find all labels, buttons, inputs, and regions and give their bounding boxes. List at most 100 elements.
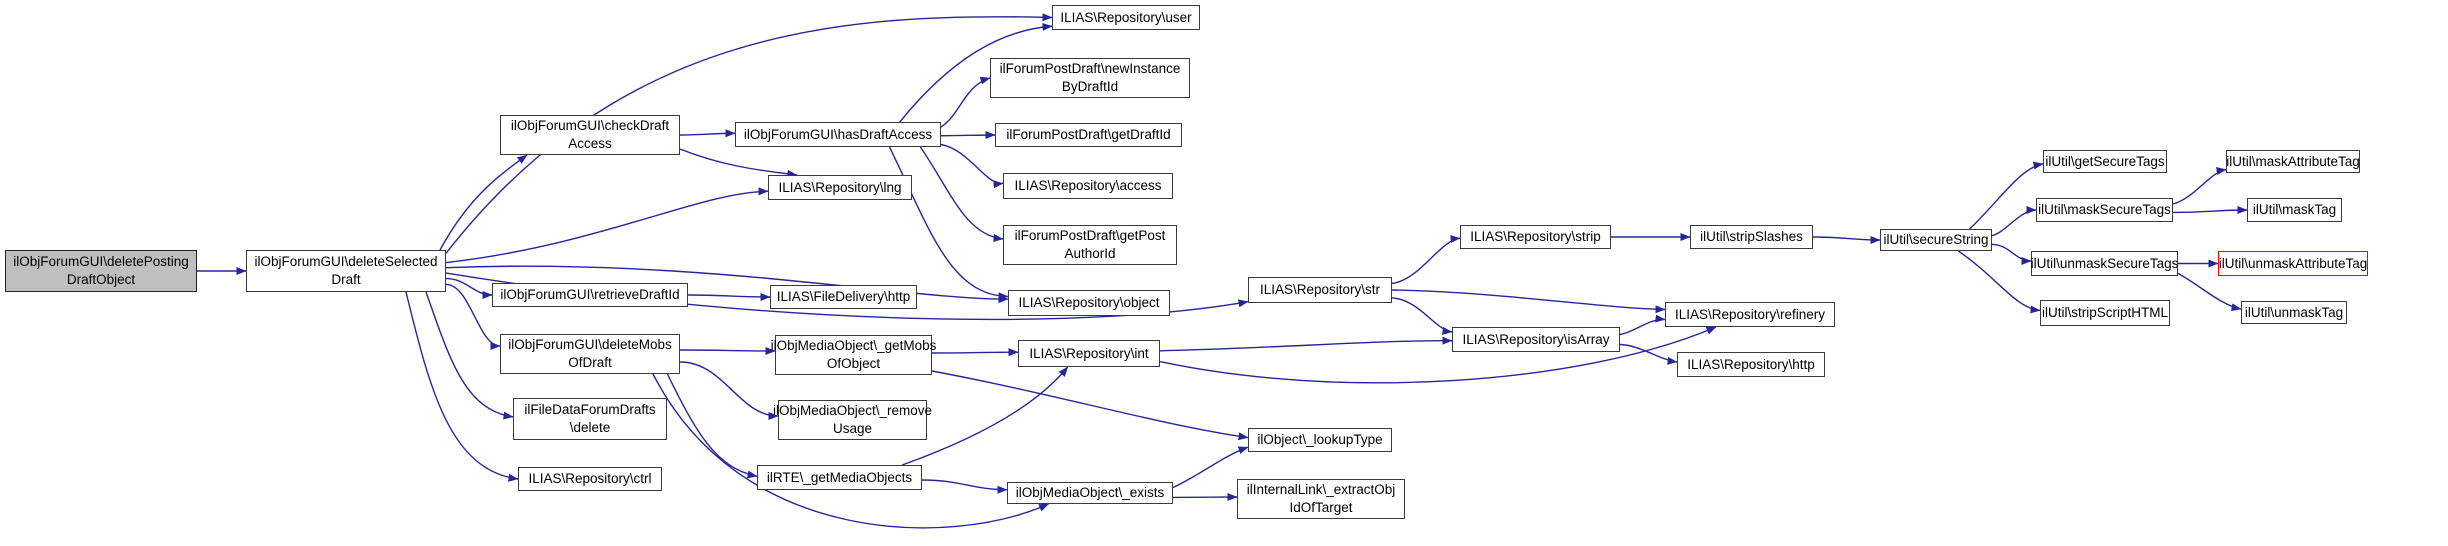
node-getDraftId[interactable]: ilForumPostDraft\getDraftId [995,123,1182,147]
node-unmaskSecureTags[interactable]: ilUtil\unmaskSecureTags [2031,251,2178,276]
node-label: ilObjMediaObject\_getMobs [770,338,937,353]
node-lookup[interactable]: ilObject\_lookupType [1248,428,1392,452]
edge-str-isArray [1391,297,1453,335]
edge-rte-int [901,366,1069,466]
node-label: Usage [832,421,873,436]
node-label: ilUtil\stripSlashes [1700,229,1803,244]
node-lng[interactable]: ILIAS\Repository\lng [768,175,912,200]
edge-dmod-ru [679,361,779,420]
edge-int-isArray [1159,336,1453,352]
edge-dsd-user [445,13,1053,254]
node-label: ilObjForumGUI\deleteMobs [508,337,672,352]
node-label: ilUtil\secureString [1883,232,1989,247]
edge-dmod-gmoo [679,346,776,355]
edge-stripSlashes-secureString [1812,235,1881,244]
edge-str-strip [1391,235,1461,285]
node-stripSlashes[interactable]: ilUtil\stripSlashes [1690,225,1813,249]
node-label: ILIAS\Repository\str [1259,282,1381,297]
node-label: ILIAS\Repository\int [1029,345,1149,361]
edge-dsd-cda [439,154,528,251]
node-label: ILIAS\Repository\refinery [1674,306,1826,322]
edge-unmaskSecureTags-unmaskTag [2177,272,2242,312]
node-secureString[interactable]: ilUtil\secureString [1880,229,1992,251]
node-fdel[interactable]: ilFileDataForumDrafts\delete [513,398,667,440]
edge-hda-object [888,146,1009,301]
node-refinery[interactable]: ILIAS\Repository\refinery [1665,302,1835,327]
node-unmaskAttributeTag[interactable]: ilUtil\unmaskAttributeTag [2218,251,2368,276]
node-rdi[interactable]: ilObjForumGUI\retrieveDraftId [492,283,688,307]
node-label: AuthorId [1064,246,1116,261]
node-access[interactable]: ILIAS\Repository\access [1003,173,1173,199]
edge-cda-hda [679,129,736,138]
edge-isArray-refinery [1619,314,1666,336]
node-label: ilFileDataForumDrafts [524,402,656,417]
node-int[interactable]: ILIAS\Repository\int [1018,340,1160,367]
edge-gmoo-lookup [931,370,1249,441]
node-label: ILIAS\Repository\isArray [1462,331,1610,347]
node-label: OfDraft [568,355,612,370]
node-label: ilObjMediaObject\_exists [1015,485,1165,500]
edge-secureString-stripScriptHTML [1957,250,2041,314]
node-fdhttp[interactable]: ILIAS\FileDelivery\http [770,285,917,309]
node-label: Access [568,136,612,151]
edge-secureString-getSecureTags [1969,161,2044,230]
edge-hda-getPostAuthorId [919,146,1004,242]
node-maskTag[interactable]: ilUtil\maskTag [2247,198,2342,222]
node-maskAttributeTag[interactable]: ilUtil\maskAttributeTag [2226,150,2360,173]
node-label: ilForumPostDraft\getDraftId [1006,127,1171,142]
node-hda[interactable]: ilObjForumGUI\hasDraftAccess [735,122,941,147]
node-label: ilObjForumGUI\retrieveDraftId [500,287,680,302]
edge-isArray-http [1619,343,1678,365]
edge-hda-getDraftId [940,131,996,140]
node-user[interactable]: ILIAS\Repository\user [1052,5,1200,30]
node-label: ilForumPostDraft\newInstance [999,61,1181,76]
node-maskSecureTags[interactable]: ilUtil\maskSecureTags [2036,198,2173,222]
edge-dsd-dmod [445,283,501,350]
node-strip[interactable]: ILIAS\Repository\strip [1460,225,1611,249]
node-unmaskTag[interactable]: ilUtil\unmaskTag [2241,301,2347,324]
node-label: ilUtil\stripScriptHTML [2041,305,2168,320]
node-label: ilUtil\unmaskSecureTags [2030,255,2179,271]
edge-hda-user [899,22,1053,123]
edge-hda-newInst [940,76,991,128]
node-getSecureTags[interactable]: ilUtil\getSecureTags [2043,150,2167,173]
node-label: ILIAS\Repository\object [1018,295,1160,310]
node-ctrl[interactable]: ILIAS\Repository\ctrl [518,467,662,491]
edge-maskSecureTags-maskTag [2172,206,2248,215]
edge-hda-access [940,143,1004,189]
edge-dsd-object [445,265,1009,304]
edge-dsd-rdi [445,277,493,299]
node-label: ILIAS\Repository\ctrl [528,471,652,486]
node-stripScriptHTML[interactable]: ilUtil\stripScriptHTML [2040,300,2170,326]
node-rte[interactable]: ilRTE\_getMediaObjects [757,465,922,490]
node-str[interactable]: ILIAS\Repository\str [1248,277,1392,303]
node-label: ilObjForumGUI\deletePosting [13,254,189,269]
node-label: ilUtil\maskTag [2252,202,2337,217]
edge-cda-lng [679,148,798,178]
node-label: ilObjMediaObject\_remove [772,403,933,418]
edge-secureString-unmaskSecureTags [1991,243,2032,265]
node-isArray[interactable]: ILIAS\Repository\isArray [1452,327,1620,352]
node-label: ilInternalLink\_extractObj [1246,482,1396,497]
node-label: ilObjForumGUI\hasDraftAccess [743,126,933,142]
node-label: Draft [331,272,361,287]
node-label: ByDraftId [1061,79,1119,94]
node-label: ILIAS\Repository\lng [778,179,902,195]
node-exists[interactable]: ilObjMediaObject\_exists [1007,482,1173,504]
edge-rdi-fdhttp [687,292,771,301]
node-label: ilRTE\_getMediaObjects [766,469,913,485]
node-http[interactable]: ILIAS\Repository\http [1677,352,1825,377]
node-object[interactable]: ILIAS\Repository\object [1008,290,1170,316]
edge-dsd-fdel [425,291,514,420]
node-label: OfObject [826,356,881,371]
